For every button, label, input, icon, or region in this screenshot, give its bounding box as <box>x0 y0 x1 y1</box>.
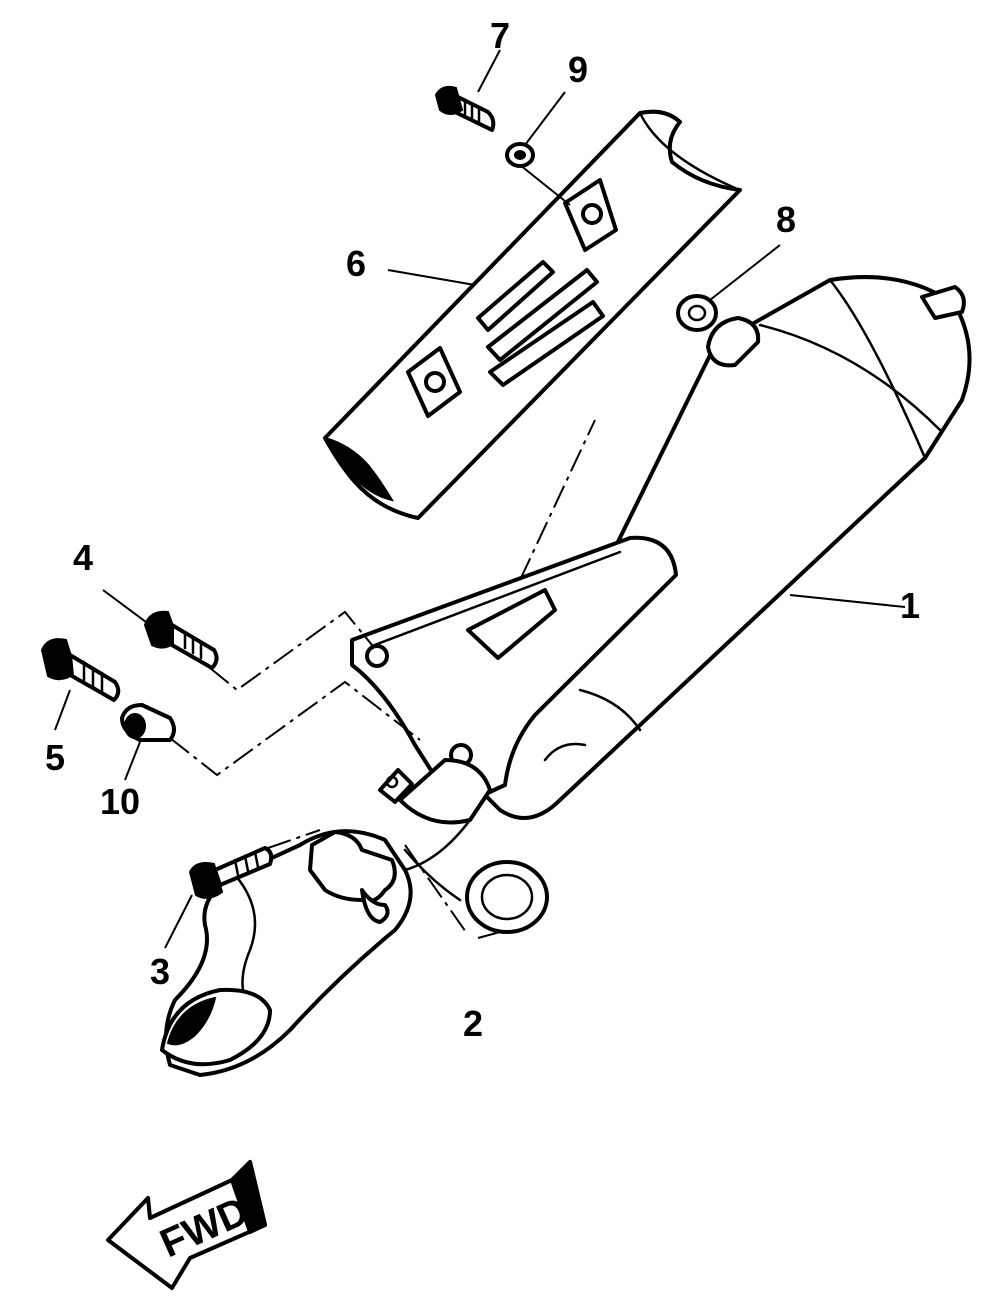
bolt-part-3 <box>188 846 274 899</box>
leader-lines <box>54 49 906 949</box>
bolt-part-5 <box>40 638 121 702</box>
callout-4: 4 <box>73 537 93 578</box>
callout-6: 6 <box>346 243 366 284</box>
bolt-part-4 <box>143 610 219 670</box>
bolt-part-7 <box>434 85 496 132</box>
callout-10: 10 <box>100 781 140 822</box>
callout-labels: 7 9 8 6 1 4 5 10 3 2 <box>45 15 920 1044</box>
callout-8: 8 <box>776 199 796 240</box>
callout-9: 9 <box>568 49 588 90</box>
washer-part-8 <box>676 294 718 332</box>
callout-5: 5 <box>45 737 65 778</box>
forward-direction-arrow: FWD <box>106 1160 267 1290</box>
collar-part-10 <box>120 703 176 742</box>
gasket-part-2 <box>465 860 549 934</box>
muffler-body-part-1 <box>160 275 972 1077</box>
callout-3: 3 <box>150 951 170 992</box>
callout-2: 2 <box>463 1003 483 1044</box>
washer-part-9 <box>505 142 535 168</box>
callout-1: 1 <box>900 585 920 626</box>
callout-7: 7 <box>490 15 510 56</box>
heat-protector-part-6 <box>323 109 742 520</box>
